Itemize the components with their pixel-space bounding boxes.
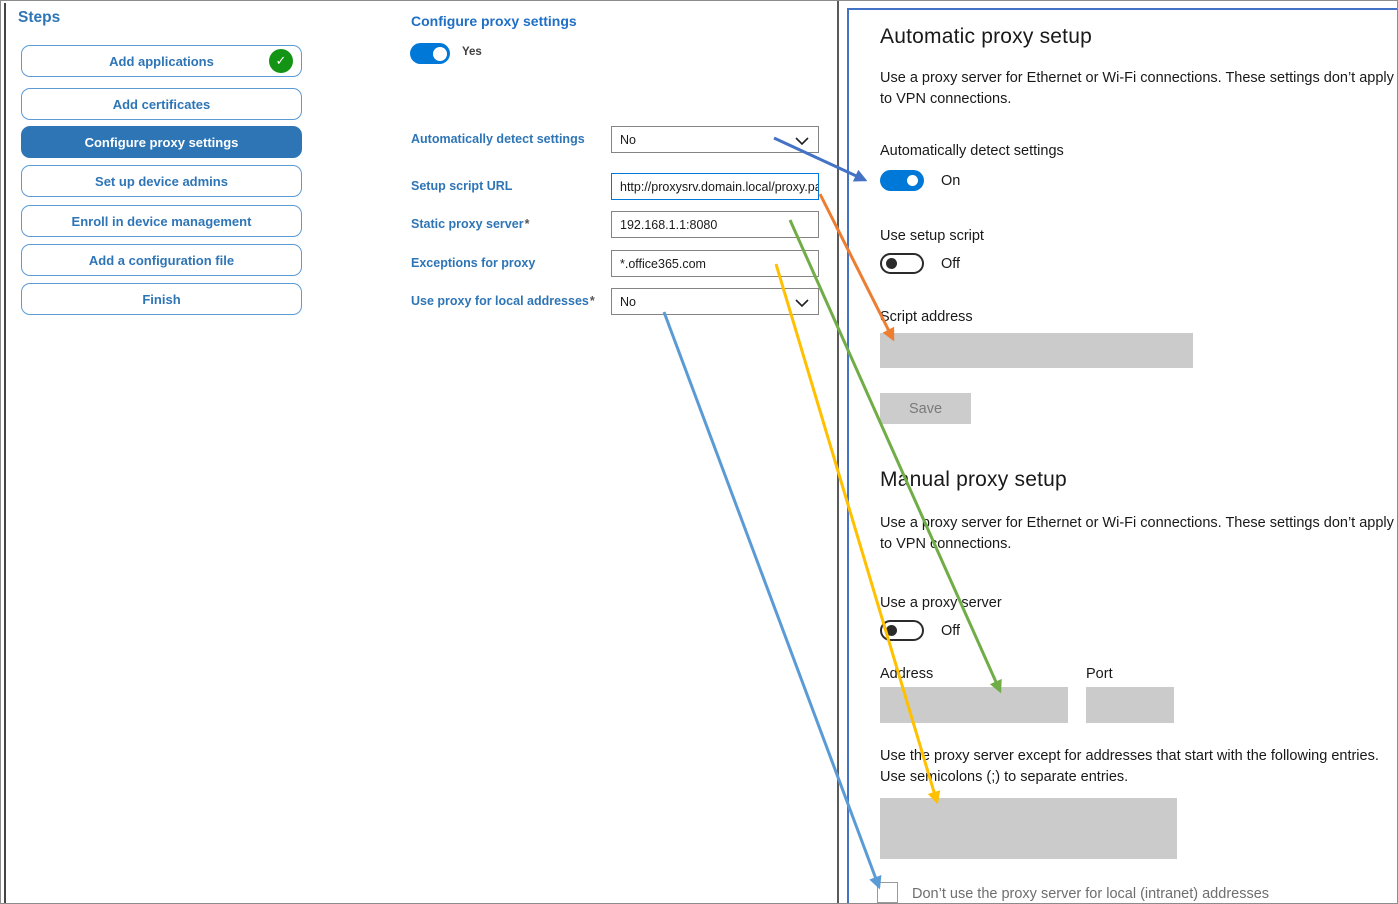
sidebar-title: Steps [18,9,61,26]
input-value: *.office365.com [620,256,706,271]
sidebar-item-label: Add a configuration file [88,252,235,268]
sidebar-item-label: Add applications [109,53,214,69]
sidebar-item-label: Set up device admins [95,173,228,189]
script-address-label: Script address [880,309,973,325]
input-value: 192.168.1.1:8080 [620,217,718,232]
windows-proxy-settings-panel: Automatic proxy setup Use a proxy server… [847,8,1397,903]
sidebar-item-label: Add certificates [112,96,211,112]
setup-script-url-input[interactable]: http://proxysrv.domain.local/proxy.pa [611,173,819,200]
completed-check-icon: ✓ [269,49,293,73]
page-title: Configure proxy settings [411,13,577,29]
chevron-down-icon [795,137,809,145]
local-addresses-checkbox-label: Don’t use the proxy server for local (in… [912,886,1270,902]
toggle-state-text: Off [941,255,961,272]
local-addresses-checkbox[interactable] [877,882,898,903]
save-button[interactable]: Save [880,393,971,424]
dropdown-value: No [620,132,636,147]
use-a-proxy-server-toggle[interactable] [880,620,924,641]
sidebar-item-add-applications[interactable]: Add applications ✓ [21,45,302,77]
toggle-knob [886,625,897,636]
configure-proxy-toggle-label: Yes [462,46,482,58]
dropdown-value: No [620,294,636,309]
field-label-use-proxy-local: Use proxy for local addresses* [411,294,595,308]
window-left-edge [4,3,6,903]
use-a-proxy-server-label: Use a proxy server [880,595,1002,611]
field-label-exceptions-for-proxy: Exceptions for proxy [411,256,536,270]
proxy-exceptions-description: Use the proxy server except for addresse… [880,748,1379,786]
exceptions-for-proxy-input[interactable]: *.office365.com [611,250,819,277]
toggle-state-text: On [941,172,961,189]
sidebar-item-configure-proxy-settings[interactable]: Configure proxy settings [21,126,302,158]
sidebar-item-label: Finish [142,291,181,307]
auto-detect-dropdown[interactable]: No [611,126,819,153]
static-proxy-server-input[interactable]: 192.168.1.1:8080 [611,211,819,238]
sidebar-item-label: Configure proxy settings [84,134,239,150]
chevron-down-icon [795,299,809,307]
configure-proxy-toggle[interactable] [410,43,450,64]
sidebar-item-add-a-configuration-file[interactable]: Add a configuration file [21,244,302,276]
field-label-auto-detect: Automatically detect settings [411,132,585,146]
sidebar-item-set-up-device-admins[interactable]: Set up device admins [21,165,302,197]
manual-proxy-setup-heading: Manual proxy setup [880,468,1067,491]
sidebar-item-finish[interactable]: Finish [21,283,302,315]
field-label-static-proxy-server: Static proxy server* [411,217,530,231]
use-proxy-local-dropdown[interactable]: No [611,288,819,315]
script-address-input[interactable] [880,333,1193,368]
section-divider [837,1,839,903]
auto-detect-settings-label: Automatically detect settings [880,143,1064,159]
sidebar-item-label: Enroll in device management [71,213,252,229]
automatic-proxy-setup-heading: Automatic proxy setup [880,25,1092,48]
proxy-port-input[interactable] [1086,687,1174,723]
toggle-knob [433,46,447,61]
toggle-knob [886,258,897,269]
sidebar-item-add-certificates[interactable]: Add certificates [21,88,302,120]
port-label: Port [1086,666,1113,682]
automatic-proxy-description: Use a proxy server for Ethernet or Wi-Fi… [880,70,1394,108]
manual-proxy-description: Use a proxy server for Ethernet or Wi-Fi… [880,515,1394,553]
auto-detect-settings-toggle[interactable] [880,170,924,191]
proxy-exceptions-textarea[interactable] [880,798,1177,859]
field-label-setup-script-url: Setup script URL [411,179,513,193]
use-setup-script-label: Use setup script [880,228,984,244]
input-value: http://proxysrv.domain.local/proxy.pa [620,179,819,194]
toggle-knob [907,175,918,186]
proxy-address-input[interactable] [880,687,1068,723]
address-label: Address [880,666,934,682]
toggle-state-text: Off [941,622,961,639]
sidebar-item-enroll-in-device-management[interactable]: Enroll in device management [21,205,302,237]
use-setup-script-toggle[interactable] [880,253,924,274]
